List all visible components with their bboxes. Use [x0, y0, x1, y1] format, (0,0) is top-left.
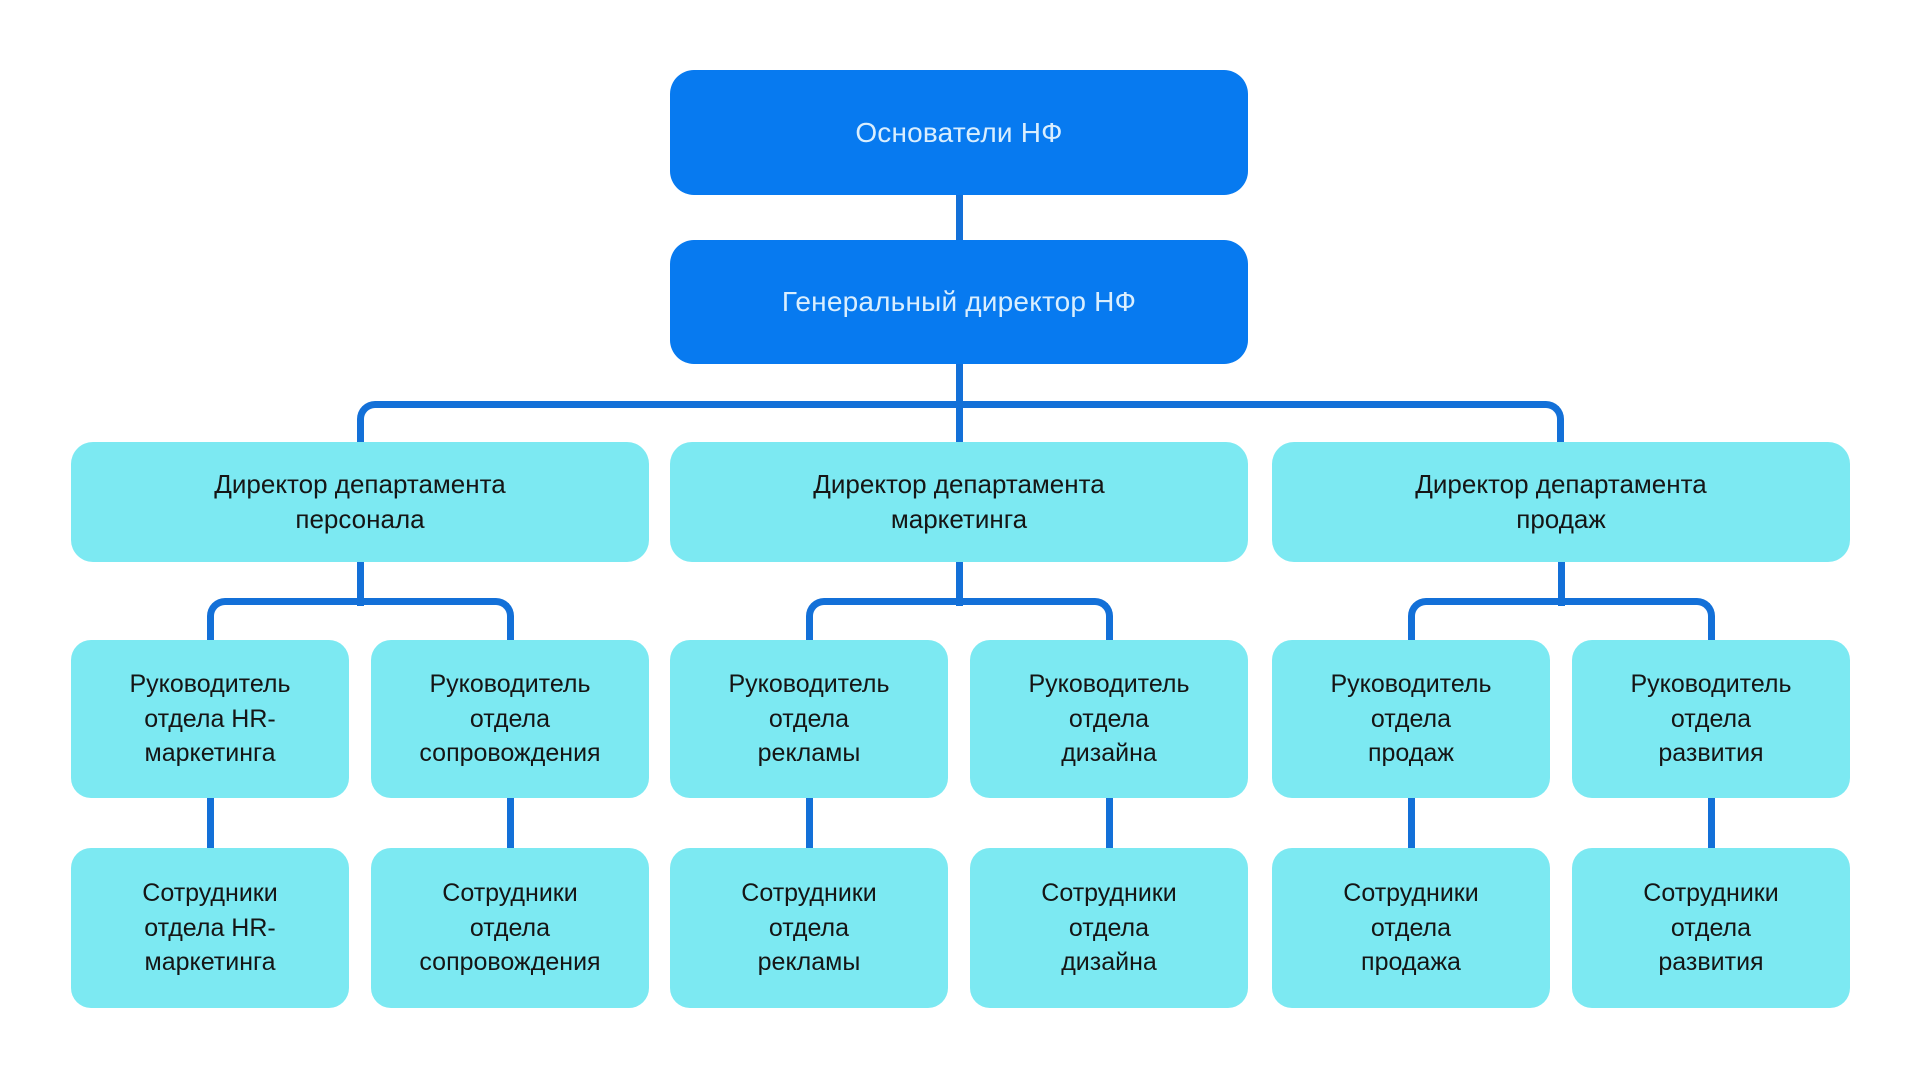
- node-director-sales: Директор департамента продаж: [1272, 442, 1850, 562]
- node-staff-advertising: Сотрудники отдела рекламы: [670, 848, 948, 1008]
- connector-dept-marketing-bracket: [805, 598, 1113, 640]
- node-manager-development: Руководитель отдела развития: [1572, 640, 1850, 798]
- connector-manager-staff-4: [1105, 798, 1113, 850]
- connector-manager-staff-5: [1407, 798, 1415, 850]
- connector-dept-personnel-stem: [356, 562, 364, 606]
- connector-manager-staff-2: [506, 798, 514, 850]
- connector-manager-staff-1: [206, 798, 214, 850]
- node-staff-hr-marketing: Сотрудники отдела HR- маркетинга: [71, 848, 349, 1008]
- node-manager-design: Руководитель отдела дизайна: [970, 640, 1248, 798]
- node-ceo: Генеральный директор НФ: [670, 240, 1248, 364]
- connector-dept-marketing-stem: [955, 562, 963, 606]
- node-staff-support: Сотрудники отдела сопровождения: [371, 848, 649, 1008]
- node-founders: Основатели НФ: [670, 70, 1248, 195]
- connector-founders-ceo: [955, 195, 963, 241]
- node-manager-sales: Руководитель отдела продаж: [1272, 640, 1550, 798]
- connector-manager-staff-6: [1707, 798, 1715, 850]
- connector-dept-personnel-bracket: [206, 598, 514, 640]
- node-staff-development: Сотрудники отдела развития: [1572, 848, 1850, 1008]
- node-manager-support: Руководитель отдела сопровождения: [371, 640, 649, 798]
- node-director-personnel: Директор департамента персонала: [71, 442, 649, 562]
- node-staff-sales: Сотрудники отдела продажа: [1272, 848, 1550, 1008]
- connector-ceo-departments-bracket: [356, 401, 1564, 442]
- connector-dept-sales-bracket: [1407, 598, 1715, 640]
- node-manager-hr-marketing: Руководитель отдела HR- маркетинга: [71, 640, 349, 798]
- node-manager-advertising: Руководитель отдела рекламы: [670, 640, 948, 798]
- connector-manager-staff-3: [805, 798, 813, 850]
- node-staff-design: Сотрудники отдела дизайна: [970, 848, 1248, 1008]
- connector-dept-sales-stem: [1557, 562, 1565, 606]
- node-director-marketing: Директор департамента маркетинга: [670, 442, 1248, 562]
